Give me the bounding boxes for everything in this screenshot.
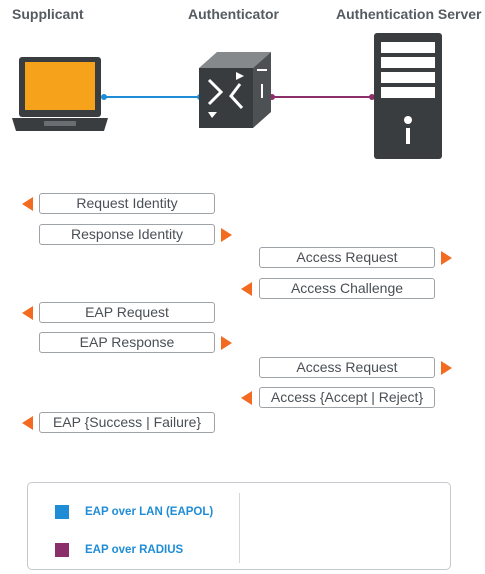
message-request-identity: Request Identity bbox=[39, 193, 215, 214]
arrow-right-icon bbox=[441, 251, 452, 265]
message-eap-response: EAP Response bbox=[39, 332, 215, 353]
message-eap-request: EAP Request bbox=[39, 302, 215, 323]
switch-icon bbox=[199, 52, 271, 128]
legend-divider bbox=[239, 493, 240, 563]
arrow-right-icon bbox=[221, 336, 232, 350]
radius-swatch bbox=[55, 543, 69, 557]
message-access-request-2: Access Request bbox=[259, 357, 435, 378]
message-access-challenge: Access Challenge bbox=[259, 278, 435, 299]
message-eap-success-failure: EAP {Success | Failure} bbox=[39, 412, 215, 433]
arrow-left-icon bbox=[241, 391, 252, 405]
arrow-left-icon bbox=[22, 306, 33, 320]
arrow-left-icon bbox=[22, 416, 33, 430]
message-response-identity: Response Identity bbox=[39, 224, 215, 245]
network-topology bbox=[12, 33, 442, 159]
eapol-link-start-dot bbox=[101, 94, 107, 100]
arrow-right-icon bbox=[441, 361, 452, 375]
eapol-swatch bbox=[55, 505, 69, 519]
radius-link-end-dot bbox=[369, 94, 375, 100]
arrow-left-icon bbox=[241, 282, 252, 296]
message-access-request: Access Request bbox=[259, 247, 435, 268]
authentication-server-title: Authentication Server bbox=[336, 6, 482, 22]
supplicant-title: Supplicant bbox=[12, 6, 84, 22]
server-icon bbox=[374, 33, 442, 159]
arrow-left-icon bbox=[22, 197, 33, 211]
legend: EAP over LAN (EAPOL) EAP over RADIUS bbox=[27, 482, 451, 570]
authenticator-title: Authenticator bbox=[188, 6, 279, 22]
arrow-right-icon bbox=[221, 228, 232, 242]
laptop-icon bbox=[12, 57, 108, 131]
legend-label-eapol: EAP over LAN (EAPOL) bbox=[85, 506, 214, 518]
legend-label-radius: EAP over RADIUS bbox=[85, 544, 184, 556]
message-access-accept-reject: Access {Accept | Reject} bbox=[259, 387, 435, 408]
